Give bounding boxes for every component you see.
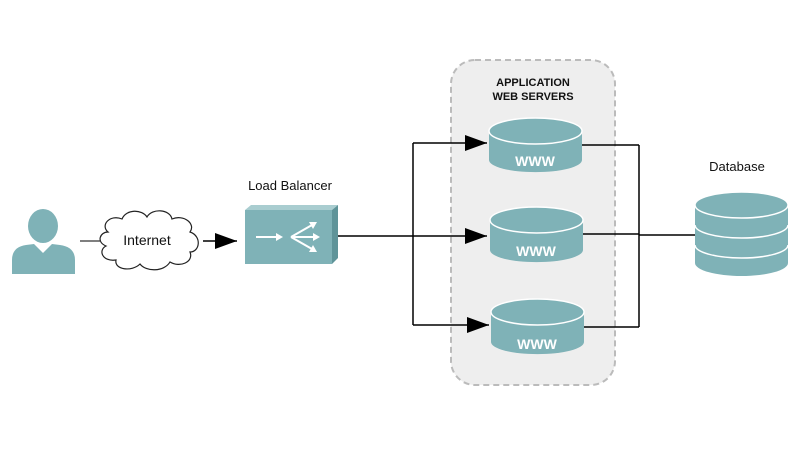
load-balancer-icon [245, 205, 338, 264]
database-label: Database [709, 159, 765, 174]
group-title-line1: APPLICATION [496, 77, 570, 89]
web-server-1: WWW [488, 117, 583, 173]
database: Database [694, 159, 789, 276]
web-server-3-label: WWW [517, 336, 557, 352]
web-server-1-label: WWW [515, 153, 555, 169]
web-server-2: WWW [489, 206, 584, 263]
web-server-3: WWW [490, 298, 585, 355]
internet-cloud: Internet [99, 210, 199, 271]
load-balancer-label: Load Balancer [248, 178, 333, 193]
user-icon [12, 209, 75, 274]
connectors [80, 135, 695, 333]
internet-label: Internet [123, 232, 171, 248]
database-icon [694, 191, 789, 276]
group-title-line2: WEB SERVERS [492, 91, 573, 103]
load-balancer: Load Balancer [245, 178, 338, 264]
web-server-2-label: WWW [516, 243, 556, 259]
cloud-icon [99, 210, 199, 271]
